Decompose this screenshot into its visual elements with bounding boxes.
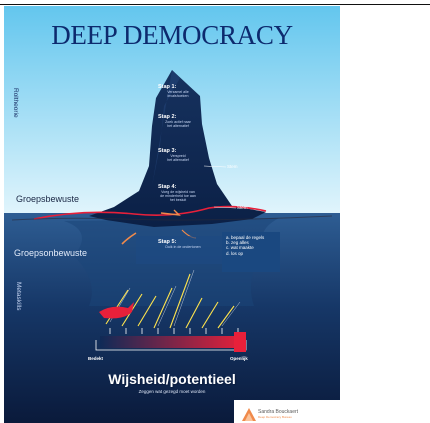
deep-democracy-poster: DEEP DEMOCRACY Roltheorie Metaskills Gro… xyxy=(4,6,340,423)
step-4-sub-line-3: het besluit xyxy=(169,198,187,202)
topic-strokes xyxy=(105,273,235,329)
step-2-title: Stap 2: xyxy=(158,114,177,120)
tick-row xyxy=(109,328,239,334)
stem-line-1 xyxy=(203,165,227,168)
step-4-sub-line-2: de minderheid toe aan xyxy=(160,194,196,198)
scale-bar xyxy=(100,336,244,348)
poster-illustration xyxy=(4,6,340,423)
scale-bar-tip xyxy=(234,332,246,352)
side-label-roltheorie: Roltheorie xyxy=(12,88,19,118)
step-4-sub-line-1: Voeg de wijsheid van xyxy=(161,190,195,194)
step-3: Stap 3: Verspreid het alternatief xyxy=(154,148,202,162)
credit-strip xyxy=(234,400,340,423)
step-1-sub-line-1: Verzamel alle xyxy=(167,90,189,94)
level-label-conscious: Groepsbewuste xyxy=(16,194,80,204)
step-3-sub-line-1: Verspreid xyxy=(170,154,186,158)
step-5-title: Stap 5: xyxy=(158,239,177,245)
poster-title: DEEP DEMOCRACY xyxy=(51,20,293,50)
top-rule xyxy=(0,4,430,5)
step-5: Stap 5: Duik in de ondertonen xyxy=(154,239,212,249)
rules-item-b: b. zeg alles xyxy=(226,240,249,246)
rules-item-a: a. bepaal de regels xyxy=(226,235,265,240)
iceberg-tip xyxy=(89,70,266,227)
rules-item-d: d. los op xyxy=(226,250,244,256)
orange-swoosh xyxy=(121,232,137,245)
stem-label-1: Stem xyxy=(227,164,238,169)
step-2: Stap 2: Zoek actief naar het alternatief xyxy=(154,114,202,128)
credit-subtitle: Deep Democracy Bureau xyxy=(258,415,292,419)
step-1-title: Stap 1: xyxy=(158,84,177,90)
stem-label-2: Stem xyxy=(237,205,248,210)
step-5-sub-line-1: Duik in de ondertonen xyxy=(165,245,201,249)
step-4-title: Stap 4: xyxy=(158,184,177,190)
iceberg-highlight xyxy=(152,70,180,186)
sandra-logo-icon xyxy=(242,408,256,421)
step-3-sub-line-2: het alternatief xyxy=(167,158,189,162)
rules-box: a. bepaal de regels b. zeg alles c. wat … xyxy=(222,232,280,272)
side-label-metaskills: Metaskills xyxy=(15,282,22,311)
step5-panel xyxy=(136,236,222,264)
scale-label-left: Bedekt xyxy=(88,356,104,361)
credit-name: Sandra Bouckaert xyxy=(258,409,299,415)
waterline-red xyxy=(33,205,267,220)
red-fish xyxy=(99,302,134,319)
scale-label-right: Openlijk xyxy=(230,356,248,361)
step-1: Stap 1: Verzamel alle invalshoeken xyxy=(154,84,202,98)
stem-line-2 xyxy=(213,206,237,209)
waterline-dark xyxy=(11,215,333,221)
step-2-sub-line-2: het alternatief xyxy=(167,124,189,128)
orange-arrow xyxy=(160,209,181,216)
level-label-unconscious: Groepsonbewuste xyxy=(14,248,88,258)
wisdom-subtitle: Zeggen wat gezegd moet worden xyxy=(138,389,206,394)
step-4: Stap 4: Voeg de wijsheid van de minderhe… xyxy=(154,184,202,202)
step-3-title: Stap 3: xyxy=(158,148,177,154)
step-1-sub-line-2: invalshoeken xyxy=(167,94,189,98)
rules-item-c: c. wat maakte xyxy=(226,245,254,251)
credit-logo: Sandra Bouckaert Deep Democracy Bureau xyxy=(240,404,338,423)
wisdom-title: Wijsheid/potentieel xyxy=(108,371,236,387)
step-2-sub-line-1: Zoek actief naar xyxy=(165,120,191,124)
